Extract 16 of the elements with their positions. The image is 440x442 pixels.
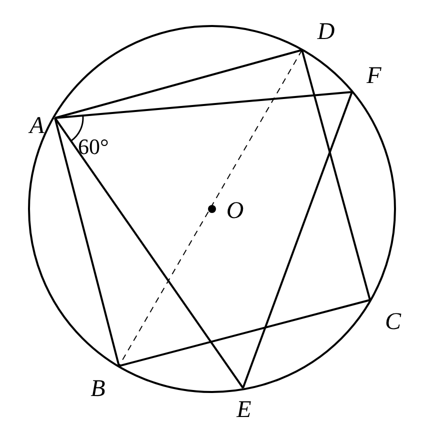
point-label: E xyxy=(236,398,252,422)
point-label: A xyxy=(30,114,44,138)
point-label: F xyxy=(366,64,382,88)
line-segment xyxy=(54,49,302,119)
point-label: D xyxy=(317,20,335,44)
point-label: O xyxy=(226,199,244,223)
point-label: C xyxy=(385,310,401,334)
line-segment xyxy=(242,92,353,388)
line-segment xyxy=(118,299,370,367)
line-segment xyxy=(54,117,244,389)
point-label: B xyxy=(90,377,106,401)
line-segment xyxy=(301,50,371,300)
angle-label: 60° xyxy=(78,136,109,158)
dashed-line-segment xyxy=(118,50,302,366)
line-segment xyxy=(54,118,120,366)
line-segment xyxy=(54,91,352,119)
